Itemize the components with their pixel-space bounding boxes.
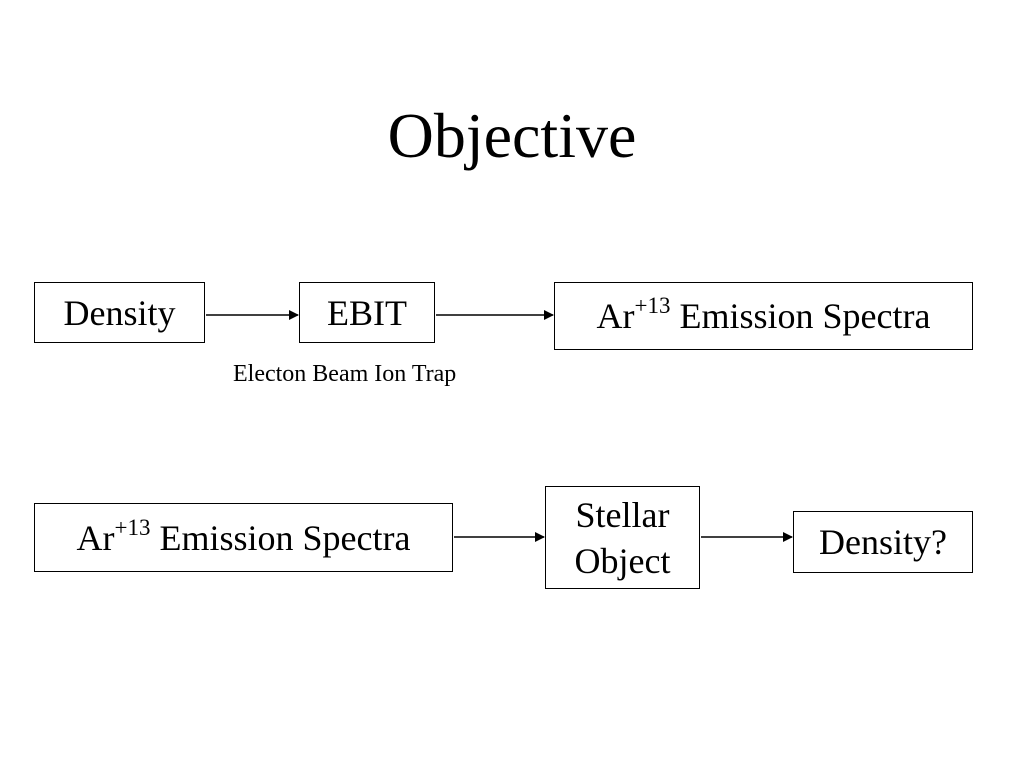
emission-spectra-text: Emission Spectra (670, 296, 931, 336)
emission-spectra-box-top: Ar+13 Emission Spectra (554, 282, 973, 350)
density-question-box: Density? (793, 511, 973, 573)
emission-spectra-box-bottom: Ar+13 Emission Spectra (34, 503, 453, 572)
ion-charge: +13 (114, 514, 151, 540)
density-box: Density (34, 282, 205, 343)
density-box-label: Density (63, 292, 176, 333)
ebit-caption: Electon Beam Ion Trap (233, 361, 457, 387)
ion-charge: +13 (634, 293, 671, 318)
stellar-object-line1: Stellar (575, 494, 670, 535)
element-symbol: Ar (596, 296, 635, 336)
element-symbol: Ar (76, 517, 115, 558)
emission-spectra-label-top: Ar+13 Emission Spectra (596, 293, 931, 336)
density-question-label: Density? (819, 522, 947, 562)
slide-title: Objective (387, 100, 637, 171)
emission-spectra-label-bottom: Ar+13 Emission Spectra (76, 514, 411, 558)
emission-spectra-text: Emission Spectra (150, 517, 411, 558)
ebit-box-label: EBIT (327, 292, 407, 333)
stellar-object-line2: Object (574, 540, 671, 581)
ebit-box: EBIT (299, 282, 435, 343)
stellar-object-box: Stellar Object (545, 486, 700, 589)
